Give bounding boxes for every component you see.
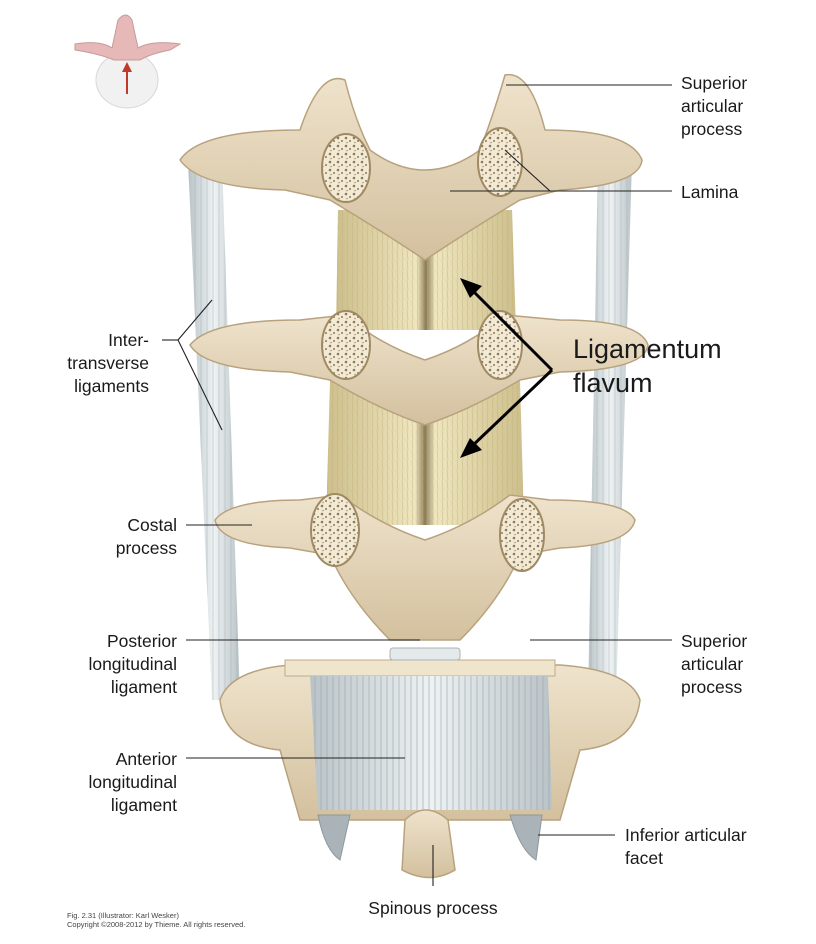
- label-inferior-articular-facet: Inferior articular facet: [625, 825, 747, 868]
- figure-credit: Fig. 2.31 (Illustrator: Karl Wesker) Cop…: [67, 911, 246, 929]
- label-spinous-process: Spinous process: [368, 898, 498, 918]
- vertebral-body: [219, 647, 641, 821]
- lower-processes: [317, 809, 543, 879]
- label-posterior-longitudinal-ligament: Posterior longitudinal ligament: [88, 631, 177, 697]
- leader-lines: [162, 84, 672, 886]
- intertransverse-ligament-bands: [188, 160, 632, 700]
- label-lamina: Lamina: [681, 182, 739, 202]
- label-costal-process: Costal process: [115, 515, 177, 558]
- label-anterior-longitudinal-ligament: Anterior longitudinal ligament: [88, 749, 177, 815]
- label-superior-articular-process-bottom: Superior articular process: [681, 631, 748, 697]
- flavum-arrows: [460, 278, 554, 458]
- orientation-thumbnail: [74, 14, 182, 109]
- ligamentum-flavum-shape: [326, 210, 524, 525]
- label-ligamentum-flavum: Ligamentum flavum: [573, 334, 722, 398]
- label-intertransverse-ligaments: Inter- transverse ligaments: [67, 330, 149, 396]
- label-superior-articular-process-top: Superior articular process: [681, 73, 748, 139]
